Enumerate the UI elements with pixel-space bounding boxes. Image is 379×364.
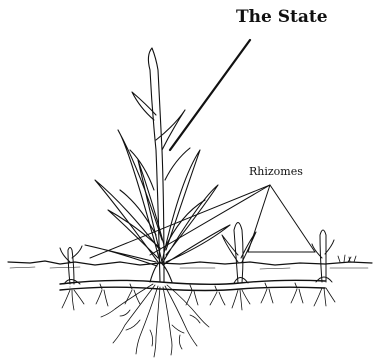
rhizome-stem — [60, 280, 325, 291]
left-shoot — [60, 246, 82, 284]
ground-line-shadow — [10, 267, 368, 269]
middle-right-shoot — [222, 223, 256, 284]
title-pointer-line — [170, 40, 250, 150]
main-grass-clump — [85, 48, 230, 282]
rhizomes-label: Rhizomes — [249, 165, 303, 178]
title-label: The State — [236, 7, 328, 27]
main-roots — [101, 284, 209, 357]
node-roots — [62, 288, 335, 310]
ground-line — [8, 261, 372, 265]
surface-tufts — [338, 255, 356, 262]
rhizome-pointer-lines — [90, 185, 315, 258]
right-shoot — [312, 230, 334, 282]
